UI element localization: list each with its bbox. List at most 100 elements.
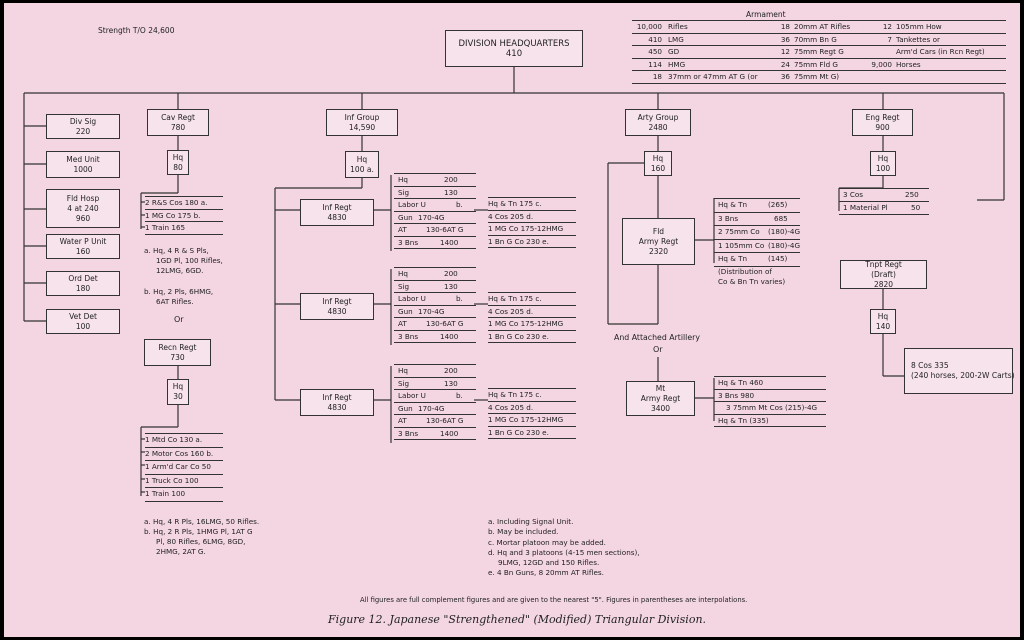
cav-note-b-1: b. Hq, 2 Pls, 6HMG,: [144, 287, 214, 296]
cav-row: 1 Train 165: [145, 221, 223, 235]
cav-subunits-table: 2 R&S Cos 180 a. 1 MG Co 175 b. 1 Train …: [145, 196, 223, 235]
armament-row: 450 GD 12 75mm Regt G Arm'd Cars (in Rcn…: [632, 45, 1006, 58]
recn-row: 1 Arm'd Car Co 50: [145, 460, 223, 474]
fld-note-1: (Distribution of: [718, 267, 772, 276]
recn-note-1: a. Hq, 4 R Pls, 16LMG, 50 Rifles.: [144, 517, 260, 526]
inf-bn-row: 4 Cos 205 d.: [488, 400, 576, 414]
tnpt-cos-box: 8 Cos 335(240 horses, 200-2W Carts): [904, 348, 1015, 394]
inf-bn-row: 1 MG Co 175-12HMG: [488, 413, 576, 426]
inf-bn-row: Hq & Tn 175 c.: [488, 197, 576, 210]
footnote-a: a. Including Signal Unit.: [488, 517, 574, 526]
inf-bn-row: 1 MG Co 175-12HMG: [488, 317, 576, 330]
footnote-b: b. May be included.: [488, 527, 559, 536]
mt-row: Hq & Tn 460: [714, 376, 826, 389]
cav-row: 2 R&S Cos 180 a.: [145, 196, 223, 209]
inf-bn-row: 1 Bn G Co 230 e.: [488, 234, 576, 248]
inf-bn-row: Hq & Tn 175 c.: [488, 292, 576, 305]
recn-note-2: b. Hq, 2 R Pls, 1HMG Pl, 1AT G: [144, 527, 253, 536]
footnote-d-cont: 9LMG, 12GD and 150 Rifles.: [498, 558, 600, 567]
footnote-c: c. Mortar platoon may be added.: [488, 538, 606, 547]
armament-row: 114 HMG 24 75mm Fld G 9,000 Horses: [632, 57, 1006, 71]
division-hq-box: DIVISION HEADQUARTERS 410: [445, 30, 583, 67]
inf-bn-row: 1 MG Co 175-12HMG: [488, 222, 576, 235]
footnote-d: d. Hq and 3 platoons (4-15 men sections)…: [488, 548, 640, 557]
recn-note-3: Pl, 80 Rifles, 6LMG, 8GD,: [156, 537, 246, 546]
bottom-note: All figures are full complement figures …: [360, 596, 748, 604]
inf-bn-row: 1 Bn G Co 230 e.: [488, 329, 576, 343]
footnote-e: e. 4 Bn Guns, 8 20mm AT Rifles.: [488, 568, 604, 577]
mt-row: 3 75mm Mt Cos (215)-4G: [714, 401, 826, 414]
mt-row: Hq & Tn (335): [714, 413, 826, 427]
armament-row: 410 LMG 36 70mm Bn G 7 Tankettes or: [632, 32, 1006, 46]
recn-note-4: 2HMG, 2AT G.: [156, 547, 206, 556]
cav-note-a-2: 1GD Pl, 100 Rifles,: [156, 256, 223, 265]
recn-subunits-table: 1 Mtd Co 130 a. 2 Motor Cos 160 b. 1 Arm…: [145, 433, 223, 502]
fld-row: 1 105mm Co(180)-4G: [714, 238, 800, 253]
recn-row: 1 Mtd Co 130 a.: [145, 433, 223, 447]
cav-note-a-1: a. Hq, 4 R & S Pls,: [144, 246, 209, 255]
mt-row: 3 Bns 980: [714, 388, 826, 402]
chart-page: Strength T/O 24,600 Armament 10,000 Rifl…: [4, 3, 1020, 637]
division-hq-strength: 410: [505, 48, 523, 59]
armament-table: 10,000 Rifles 18 20mm AT Rifles 12 105mm…: [632, 20, 1006, 84]
inf-bn-row: 4 Cos 205 d.: [488, 304, 576, 318]
attached-artillery-label: And Attached Artillery: [614, 333, 700, 342]
mt-army-regt-table: Hq & Tn 460 3 Bns 980 3 75mm Mt Cos (215…: [714, 376, 826, 427]
strength-label: Strength T/O 24,600: [98, 26, 175, 35]
tnpt-regt-box: Tnpt Regt(Draft)2820: [840, 260, 927, 289]
inf-bn-row: Hq & Tn 175 c.: [488, 388, 576, 401]
inf-bn-row: 4 Cos 205 d.: [488, 209, 576, 223]
fld-note-2: Co & Bn Tn varies): [718, 277, 786, 286]
fld-row: 2 75mm Co(180)-4G: [714, 225, 800, 239]
fld-row: Hq & Tn(265): [714, 198, 800, 212]
armament-row: 18 37mm or 47mm AT G (or 36 75mm Mt G): [632, 70, 1006, 84]
armament-title: Armament: [746, 10, 786, 19]
recn-row: 1 Train 100: [145, 487, 223, 502]
inf-bn-row: 1 Bn G Co 230 e.: [488, 425, 576, 439]
inf-regt-right-table: Hq & Tn 175 c. 4 Cos 205 d. 1 MG Co 175-…: [488, 388, 576, 439]
arty-or-label: Or: [653, 345, 663, 354]
cav-or-label: Or: [174, 315, 184, 324]
inf-regt-right-table: Hq & Tn 175 c. 4 Cos 205 d. 1 MG Co 175-…: [488, 197, 576, 248]
armament-row: 10,000 Rifles 18 20mm AT Rifles 12 105mm…: [632, 20, 1006, 33]
recn-row: 2 Motor Cos 160 b.: [145, 446, 223, 461]
